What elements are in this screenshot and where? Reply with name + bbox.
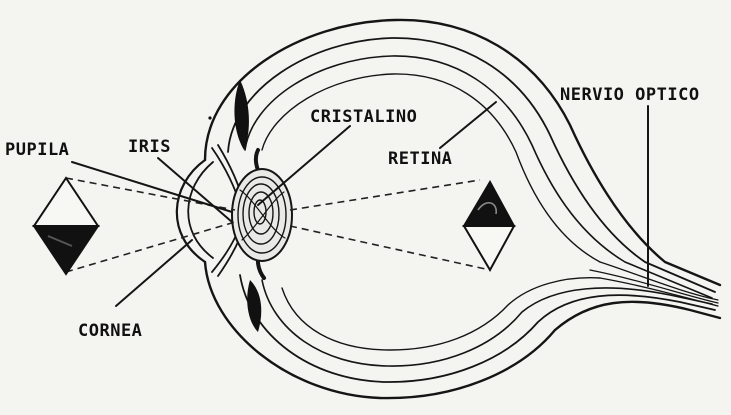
label-pupila: PUPILA (5, 140, 69, 160)
stray-mark (208, 116, 211, 119)
label-iris: IRIS (128, 137, 171, 157)
label-cornea: CORNEA (78, 321, 142, 341)
label-cristalino: CRISTALINO (310, 107, 417, 127)
label-nervio-optico: NERVIO OPTICO (560, 85, 700, 105)
label-retina: RETINA (388, 149, 452, 169)
